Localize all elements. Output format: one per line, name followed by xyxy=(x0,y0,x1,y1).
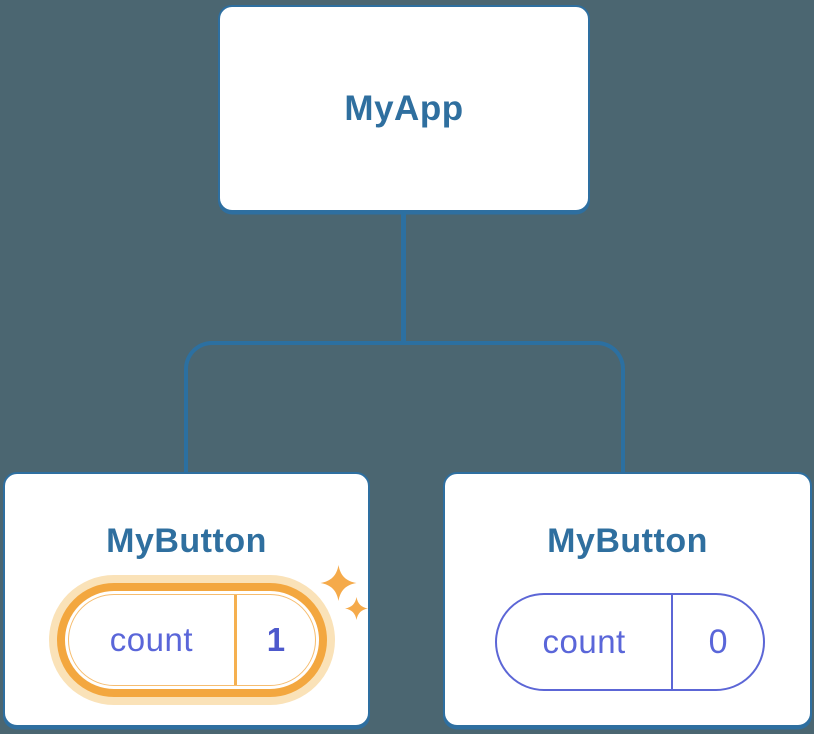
state-value-cell: 1 xyxy=(237,595,315,685)
node-mybutton-2-label: MyButton xyxy=(547,522,708,560)
connector-branch xyxy=(184,341,625,472)
state-pill-inner: count 1 xyxy=(68,594,316,686)
state-value: 0 xyxy=(708,622,728,661)
state-pill: count 0 xyxy=(495,593,765,691)
node-mybutton-1: MyButton count 1 xyxy=(3,472,370,727)
node-myapp: MyApp xyxy=(218,5,590,212)
sparkle-icon xyxy=(345,597,368,620)
state-value: 1 xyxy=(266,621,286,658)
state-name-cell: count xyxy=(69,595,234,685)
state-name: count xyxy=(542,623,626,660)
state-value-cell: 0 xyxy=(673,595,763,689)
state-pill-highlighted: count 1 xyxy=(49,575,335,705)
state-pill-ring: count 1 xyxy=(57,583,327,697)
node-mybutton-2: MyButton count 0 xyxy=(443,472,812,727)
state-name-cell: count xyxy=(497,595,671,689)
state-name: count xyxy=(109,621,194,658)
node-myapp-label: MyApp xyxy=(344,88,464,128)
connector-stem xyxy=(401,211,406,345)
pill-divider xyxy=(671,595,674,689)
sparkle-icon xyxy=(320,565,357,601)
node-mybutton-1-label: MyButton xyxy=(106,522,267,560)
pill-divider xyxy=(233,595,237,685)
